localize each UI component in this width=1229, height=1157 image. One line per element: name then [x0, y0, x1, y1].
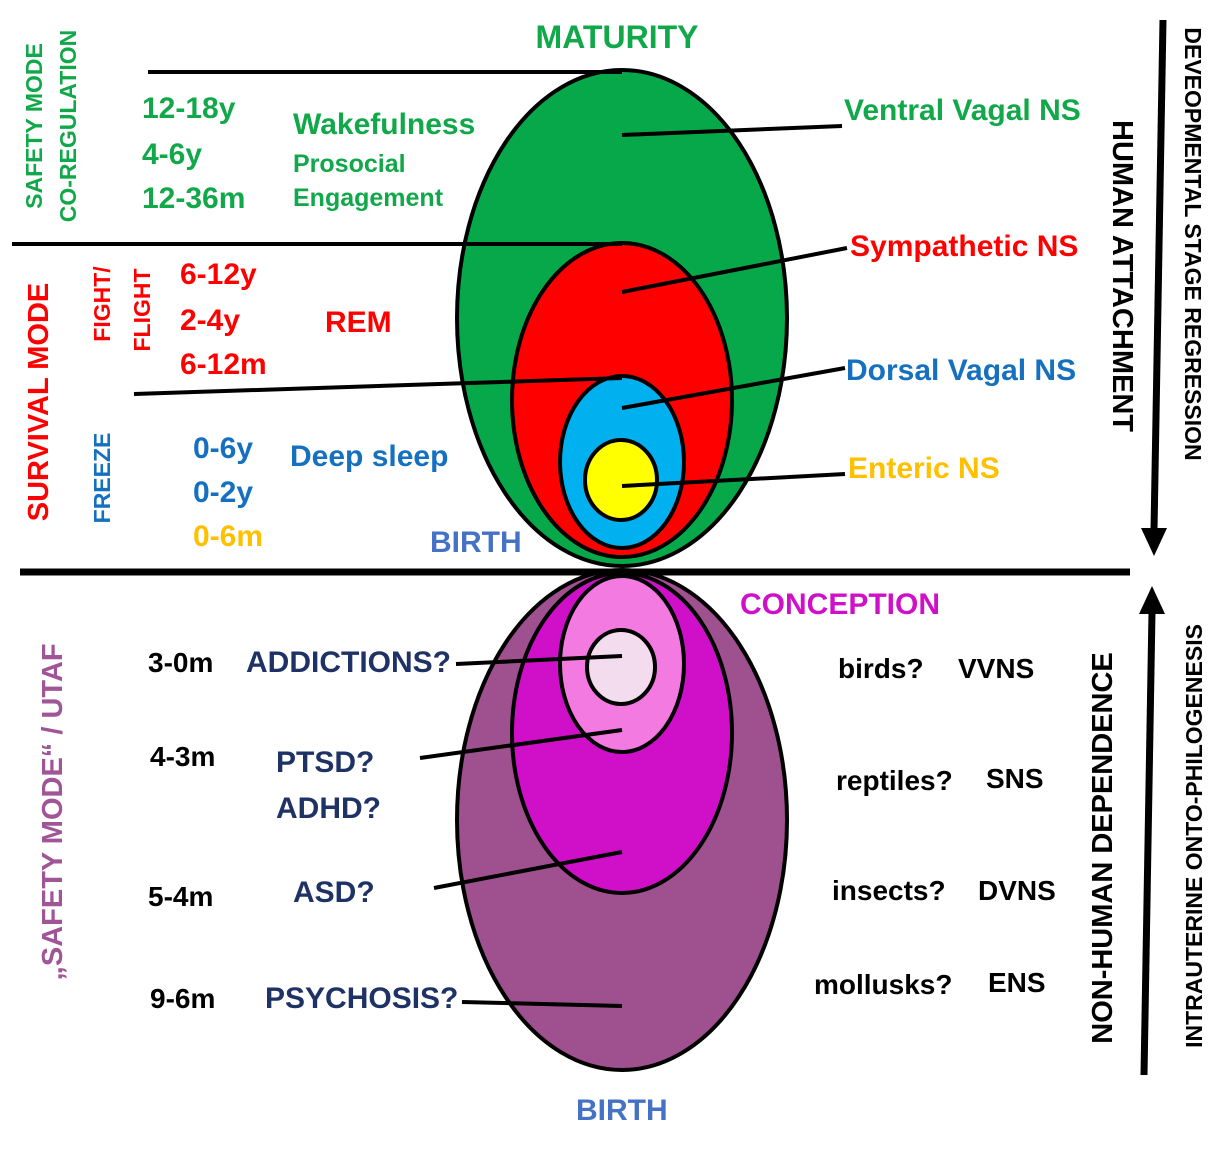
age-0-2y: 0-2y	[193, 476, 253, 509]
sympathetic-label: Sympathetic NS	[850, 230, 1078, 263]
age-6-12y: 6-12y	[180, 258, 257, 291]
fight-label: FIGHT/	[89, 266, 115, 342]
age-0-6y: 0-6y	[193, 432, 253, 465]
psychosis-label: PSYCHOSIS?	[265, 982, 458, 1015]
age-0-6m: 0-6m	[193, 520, 263, 553]
age-4-6y: 4-6y	[142, 138, 202, 171]
utaf-label: „SAFETY MODE“ / UTAF	[37, 643, 69, 980]
ptsd-label: PTSD?	[276, 746, 374, 779]
ontogenesis-arrow	[1139, 586, 1165, 1076]
safety-mode-label: SAFETY MODE	[21, 43, 47, 209]
age-12-18y: 12-18y	[142, 92, 236, 125]
age-6-12m: 6-12m	[180, 348, 267, 381]
species-mollusks-system: ENS	[988, 967, 1046, 998]
sympathetic-pointer	[621, 246, 848, 294]
regression-label: DEVEOPMENTAL STAGE REGRESSION	[1180, 27, 1206, 460]
age-2-4y: 2-4y	[180, 304, 240, 337]
dorsal-pointer	[621, 366, 846, 410]
arrow-up-icon	[1139, 586, 1165, 614]
co-regulation-label: CO-REGULATION	[55, 30, 81, 223]
survival-mode-label: SURVIVAL MODE	[23, 283, 55, 522]
psychosis-pointer	[461, 1000, 623, 1008]
arrow-down-icon	[1141, 528, 1167, 556]
addictions-label: ADDICTIONS?	[246, 646, 451, 679]
enteric-ellipse	[583, 438, 659, 522]
asd-pointer	[433, 850, 623, 890]
flight-label: FLIGHT	[129, 268, 155, 351]
divider-lines	[12, 70, 1130, 576]
enteric-label: Enteric NS	[848, 452, 1000, 485]
species-reptiles-system: SNS	[986, 763, 1044, 794]
conception-label: CONCEPTION	[740, 588, 940, 621]
freeze-label: FREEZE	[89, 433, 115, 524]
non-human-dependence-label: NON-HUMAN DEPENDENCE	[1087, 652, 1119, 1044]
postnatal-egg	[455, 68, 789, 568]
bottom-birth-label: BIRTH	[576, 1094, 668, 1127]
ventral-pointer	[621, 124, 843, 137]
age-12-36m: 12-36m	[142, 182, 245, 215]
top-birth-label: BIRTH	[430, 526, 522, 559]
age-5-4m: 5-4m	[148, 881, 213, 912]
age-9-6m: 9-6m	[150, 983, 215, 1014]
human-attachment-label: HUMAN ATTACHMENT	[1106, 120, 1138, 432]
prenatal-egg	[455, 568, 789, 1072]
regression-arrow	[1141, 19, 1167, 556]
pointer-lines	[419, 124, 848, 1008]
rem-label: REM	[325, 306, 392, 339]
freeze-bracket-line	[133, 376, 623, 396]
species-insects-system: DVNS	[978, 875, 1056, 906]
deep-sleep-label: Deep sleep	[290, 440, 448, 473]
addictions-pointer	[455, 654, 623, 666]
maturity-label: MATURITY	[536, 19, 699, 55]
ptsd-pointer	[419, 728, 623, 760]
wakefulness-label: Wakefulness	[293, 108, 475, 141]
species-birds: birds?	[838, 653, 924, 684]
species-reptiles: reptiles?	[836, 765, 953, 796]
asd-label: ASD?	[293, 876, 375, 909]
dorsal-vagal-label: Dorsal Vagal NS	[846, 354, 1076, 387]
species-insects: insects?	[832, 875, 946, 906]
species-birds-system: VVNS	[958, 653, 1034, 684]
ontogenesis-label: INTRAUTERINE ONTO-PHILOGENESIS	[1181, 624, 1207, 1048]
enteric-pointer	[621, 472, 846, 488]
species-mollusks: mollusks?	[814, 969, 952, 1000]
age-4-3m: 4-3m	[150, 741, 215, 772]
ventral-vagal-label: Ventral Vagal NS	[844, 94, 1081, 127]
prosocial-label: Prosocial	[293, 150, 406, 178]
light-pink-ellipse	[585, 628, 657, 706]
adhd-label: ADHD?	[276, 792, 381, 825]
age-3-0m: 3-0m	[148, 647, 213, 678]
engagement-label: Engagement	[293, 184, 444, 212]
